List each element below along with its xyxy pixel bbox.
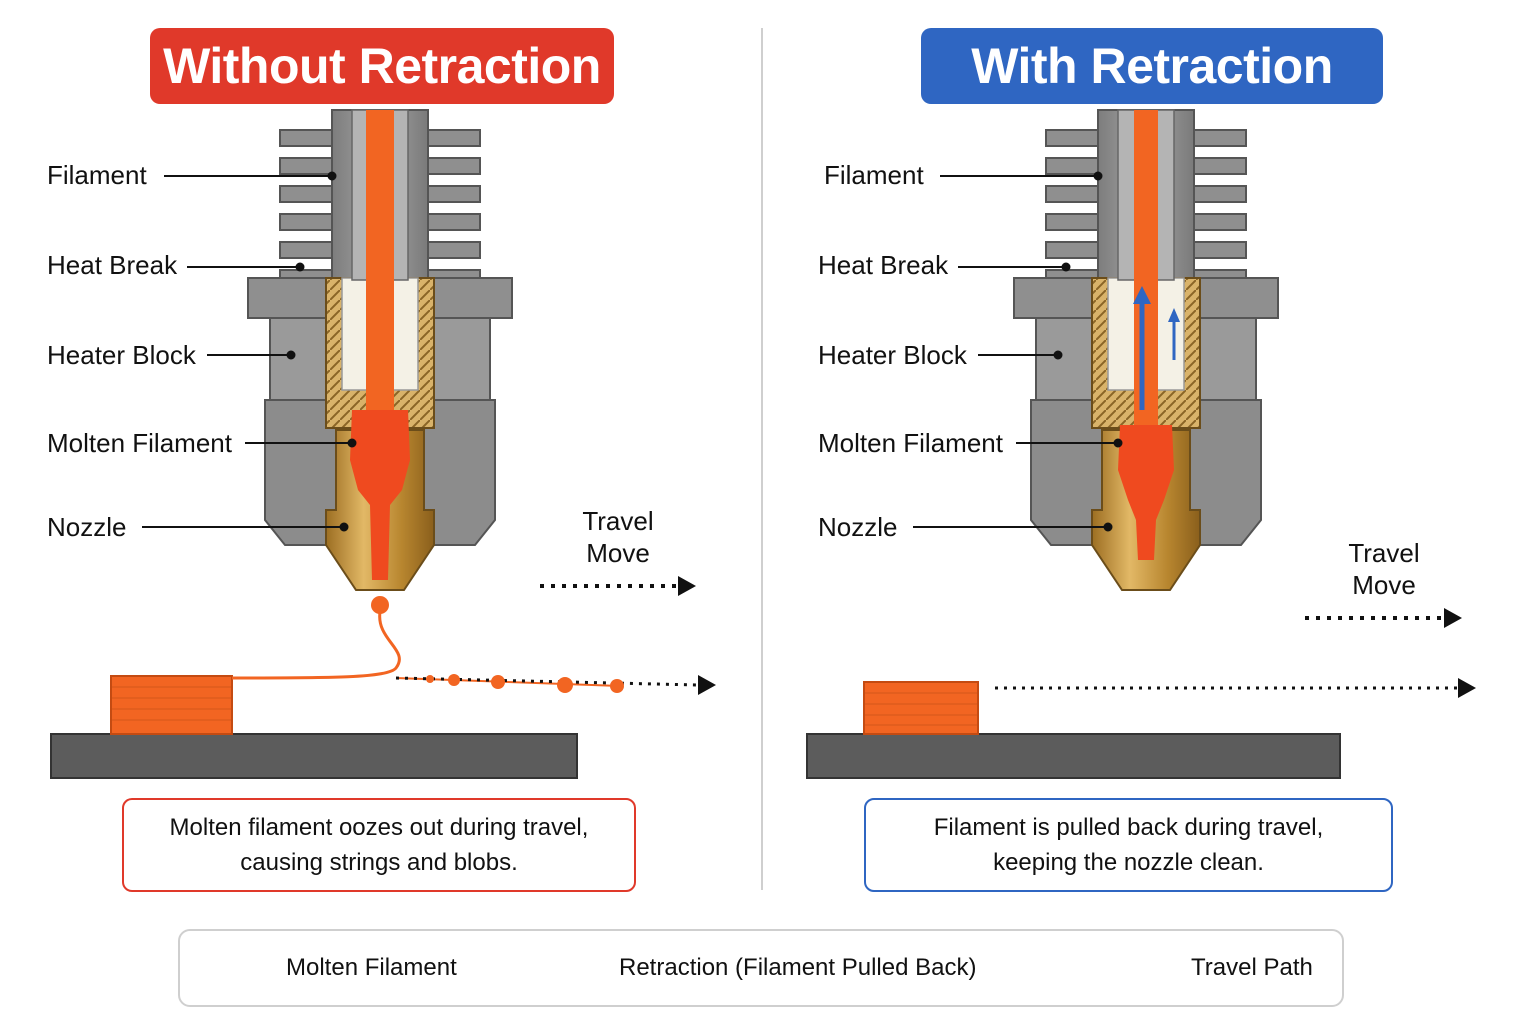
print-bed-left <box>50 733 578 779</box>
label-filament-right: Filament <box>824 160 924 190</box>
caption-line1: Filament is pulled back during travel, <box>933 814 1324 841</box>
ooze-string <box>231 611 401 680</box>
printed-part-left <box>110 675 233 735</box>
filament-strand <box>366 110 394 410</box>
caption-line1: Molten filament oozes out during travel, <box>169 814 589 841</box>
left-pointers <box>142 171 357 532</box>
label-nozzle-right: Nozzle <box>818 512 898 542</box>
label-heater-block-left: Heater Block <box>47 340 196 370</box>
print-bed-right <box>806 733 1341 779</box>
travel-line1: Travel <box>1348 538 1420 568</box>
molten-filament-chamber <box>350 410 410 580</box>
travel-move-label-right: Travel Move <box>1314 537 1454 601</box>
hotend-with-retraction <box>1013 109 1279 591</box>
label-heat-break-right: Heat Break <box>818 250 949 280</box>
blobs <box>426 674 624 693</box>
caption-without-retraction: Molten filament oozes out during travel,… <box>122 798 636 892</box>
label-heater-block-right: Heater Block <box>818 340 967 370</box>
travel-line1: Travel <box>582 506 654 536</box>
legend: Molten Filament Retraction (Filament Pul… <box>178 929 1344 1007</box>
label-molten-filament-left: Molten Filament <box>47 428 232 458</box>
travel-move-label-left: Travel Move <box>548 505 688 569</box>
ooze-drip <box>371 596 389 614</box>
filament-strand <box>1134 110 1158 425</box>
legend-retraction: Retraction (Filament Pulled Back) <box>619 954 977 981</box>
label-molten-filament-right: Molten Filament <box>818 428 1003 458</box>
title-without-retraction: Without Retraction <box>150 28 614 104</box>
label-nozzle-left: Nozzle <box>47 512 127 542</box>
travel-line2: Move <box>1352 570 1416 600</box>
right-pointers <box>913 171 1123 532</box>
legend-molten-filament: Molten Filament <box>286 954 457 981</box>
molten-filament-chamber <box>1118 425 1174 560</box>
caption-with-retraction: Filament is pulled back during travel, k… <box>864 798 1393 892</box>
travel-line2: Move <box>586 538 650 568</box>
legend-travel-path: Travel Path <box>1191 954 1313 981</box>
caption-line2: causing strings and blobs. <box>240 849 518 876</box>
caption-line2: keeping the nozzle clean. <box>993 849 1264 876</box>
hotend-without-retraction <box>247 109 513 614</box>
label-filament-left: Filament <box>47 160 147 190</box>
label-heat-break-left: Heat Break <box>47 250 178 280</box>
printed-part-right <box>863 681 979 735</box>
title-with-retraction: With Retraction <box>921 28 1383 104</box>
